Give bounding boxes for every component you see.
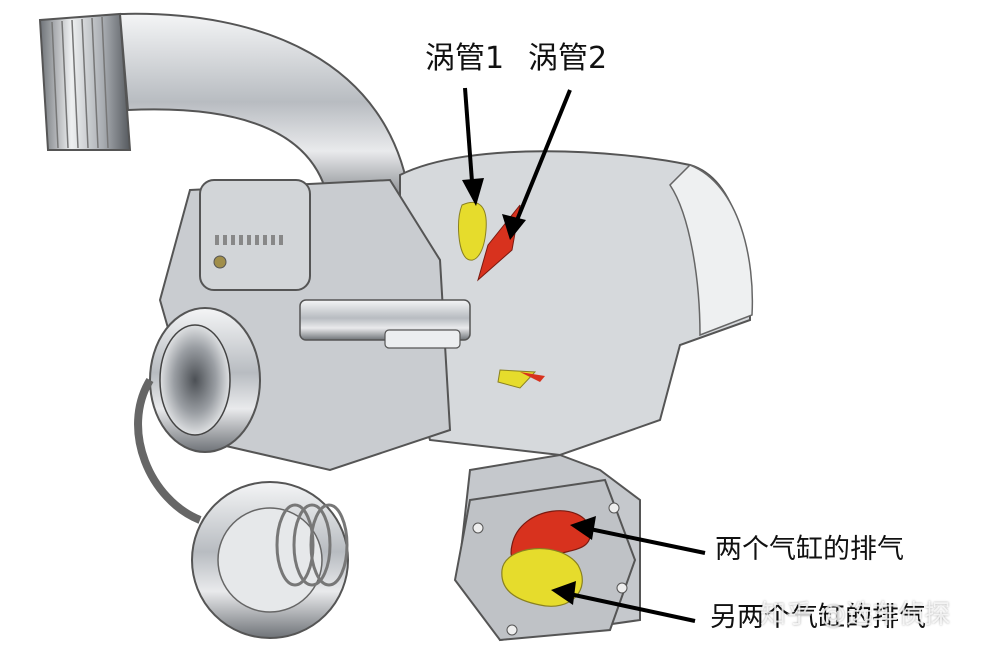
wastegate-actuator [199, 179, 311, 291]
watermark: 知乎 @选车侦探 [760, 600, 951, 630]
compressor-inlet [149, 307, 261, 453]
exhaust-two-cylinders-label: 两个气缸的排气 [715, 534, 904, 565]
intake-pipe [38, 12, 412, 212]
scroll-1-label: 涡管1 [425, 41, 505, 76]
scroll-2-label: 涡管2 [528, 41, 608, 76]
lower-actuator [134, 377, 349, 639]
exhaust-flange [453, 478, 637, 642]
exhaust-other-two-cylinders-label: 另两个气缸的排气 [710, 602, 926, 633]
leader-arrows [462, 87, 706, 623]
